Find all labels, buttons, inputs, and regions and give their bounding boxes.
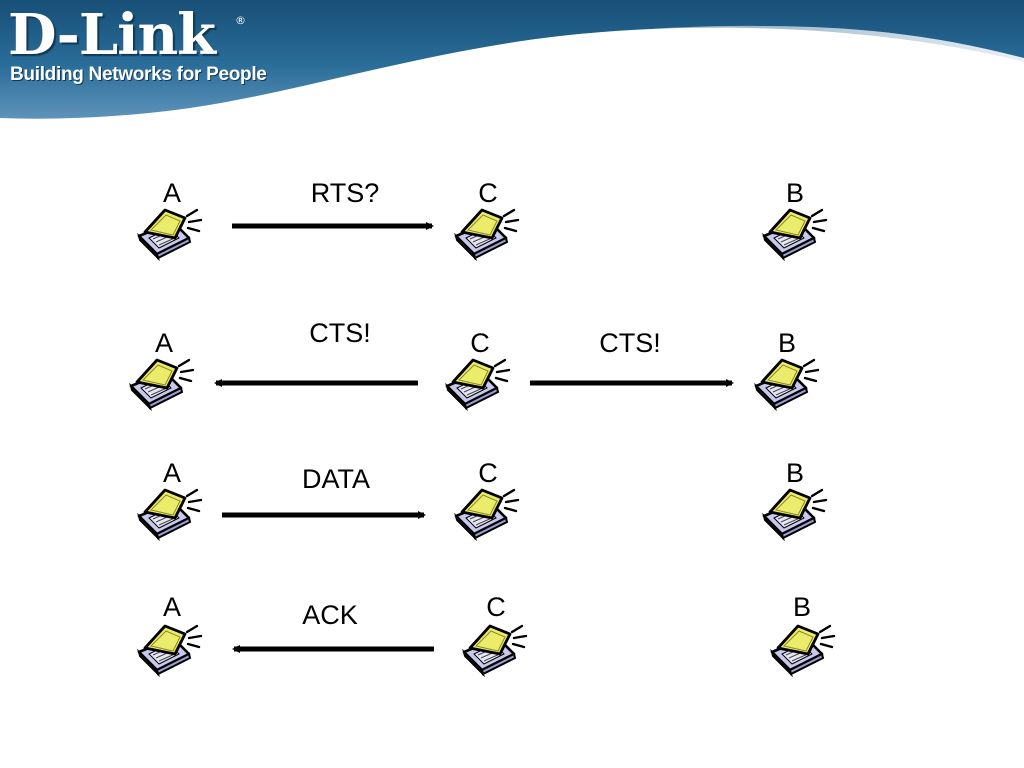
node-label-a: A	[162, 592, 182, 622]
node-label-c: C	[486, 592, 506, 622]
laptop-icon-b	[762, 208, 828, 260]
diagram-row	[129, 358, 820, 410]
logo-registered-mark: ®	[235, 14, 246, 27]
laptop-icon-a	[129, 358, 195, 410]
node-label-a: A	[162, 178, 182, 208]
message-label: ACK	[302, 600, 358, 630]
message-label: CTS!	[309, 318, 371, 348]
node-label-a: A	[154, 328, 174, 358]
diagram-row	[137, 488, 828, 540]
laptop-icon-c	[454, 488, 520, 540]
message-label: CTS!	[599, 328, 661, 358]
diagram-row	[137, 624, 836, 676]
node-label-b: B	[792, 592, 812, 622]
diagram-row	[137, 208, 828, 260]
logo-wordmark: D-Link	[8, 2, 216, 68]
header-banner	[0, 0, 1024, 119]
laptop-icon-a	[137, 208, 203, 260]
laptop-icon-c	[462, 624, 528, 676]
node-label-b: B	[777, 328, 797, 358]
laptop-icon-b	[754, 358, 820, 410]
node-label-c: C	[470, 328, 490, 358]
laptop-icon-c	[445, 358, 511, 410]
node-label-a: A	[162, 458, 182, 488]
message-label: RTS?	[310, 178, 380, 208]
node-label-b: B	[785, 458, 805, 488]
message-label: DATA	[301, 464, 371, 494]
laptop-icon-a	[137, 488, 203, 540]
laptop-icon-a	[137, 624, 203, 676]
laptop-icon-c	[454, 208, 520, 260]
node-label-c: C	[478, 458, 498, 488]
logo-tagline: Building Networks for People	[10, 64, 267, 85]
laptop-icon-b	[770, 624, 836, 676]
node-label-b: B	[785, 178, 805, 208]
node-label-c: C	[478, 178, 498, 208]
laptop-icon-b	[762, 488, 828, 540]
